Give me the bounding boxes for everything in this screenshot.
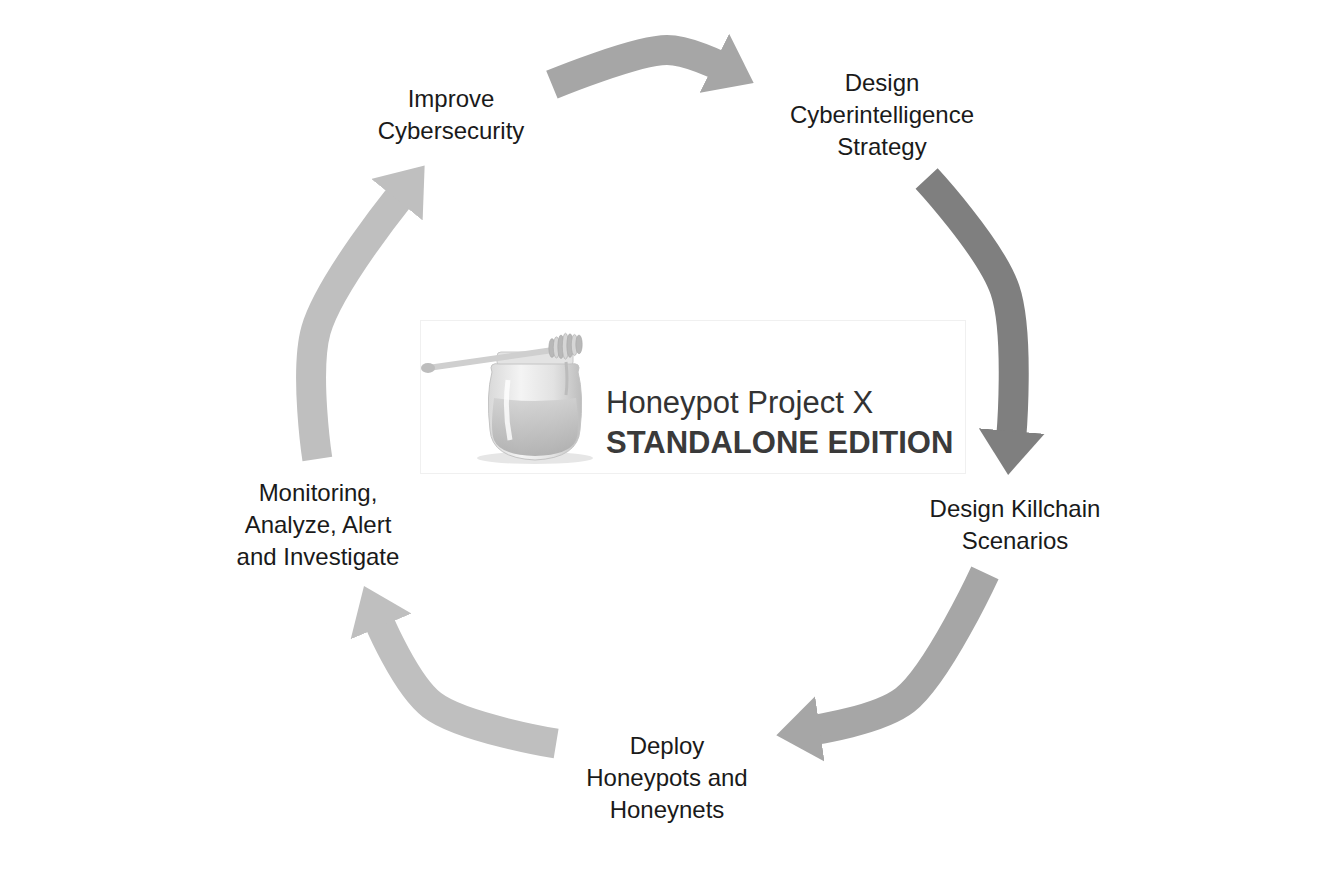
step-label: Monitoring, Analyze, Alert and Investiga… — [221, 473, 416, 577]
logo-text: Honeypot Project X — [606, 383, 953, 423]
dipper-ring — [576, 335, 582, 354]
step-text: Monitoring, Analyze, Alert and Investiga… — [225, 477, 412, 573]
logo-text: STANDALONE EDITION — [606, 423, 953, 463]
step-text: Design Cyberintelligence Strategy — [774, 67, 991, 163]
step-text: Improve Cybersecurity — [368, 83, 535, 147]
dipper-head — [549, 333, 582, 359]
step-label: Design Cyberintelligence Strategy — [770, 63, 995, 167]
cycle-arrow — [814, 573, 985, 730]
dipper-end — [421, 363, 435, 373]
cycle-arrow — [379, 621, 556, 744]
step-text: Deploy Honeypots and Honeynets — [574, 730, 761, 826]
dipper-stick — [428, 349, 560, 368]
step-label: Improve Cybersecurity — [364, 79, 539, 151]
step-text: Design Killchain Scenarios — [909, 493, 1121, 557]
logo-panel: Honeypot Project XSTANDALONE EDITION — [420, 320, 966, 474]
step-label: Deploy Honeypots and Honeynets — [570, 726, 765, 830]
step-label: Design Killchain Scenarios — [905, 489, 1125, 561]
cycle-arrow — [552, 50, 720, 85]
cycle-arrow — [927, 178, 1014, 437]
cycle-arrow — [311, 195, 401, 459]
jar-glint — [506, 380, 510, 440]
honey-drip — [566, 362, 567, 395]
